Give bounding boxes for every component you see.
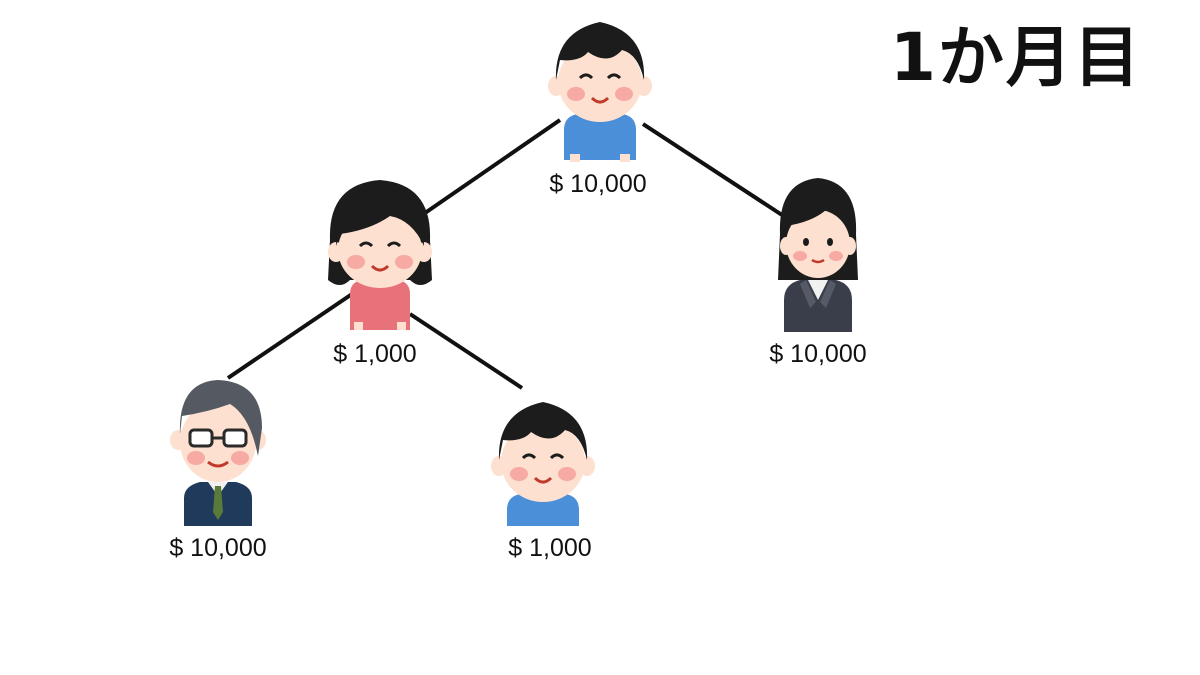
- edge-woman-pink-old-man: [226, 290, 357, 380]
- edge-root-woman-suit: [641, 122, 784, 217]
- woman-pink-shirt-icon: [328, 180, 432, 330]
- page-title: 1か月目: [890, 19, 1142, 96]
- amount-label-old-man: $ 10,000: [169, 534, 267, 562]
- amount-label-root: $ 10,000: [549, 170, 647, 198]
- amount-label-boy2: $ 1,000: [508, 534, 592, 562]
- amount-label-woman-suit: $ 10,000: [769, 340, 867, 368]
- boy-blue-shirt-icon: [491, 402, 595, 526]
- edge-woman-pink-boy2: [408, 312, 524, 390]
- old-man-glasses-suit-icon: [170, 380, 266, 526]
- amount-label-woman-pink: $ 1,000: [333, 340, 417, 368]
- woman-business-suit-icon: [778, 178, 858, 332]
- boy-blue-shirt-icon: [548, 22, 652, 162]
- edge-root-woman-pink: [423, 118, 562, 215]
